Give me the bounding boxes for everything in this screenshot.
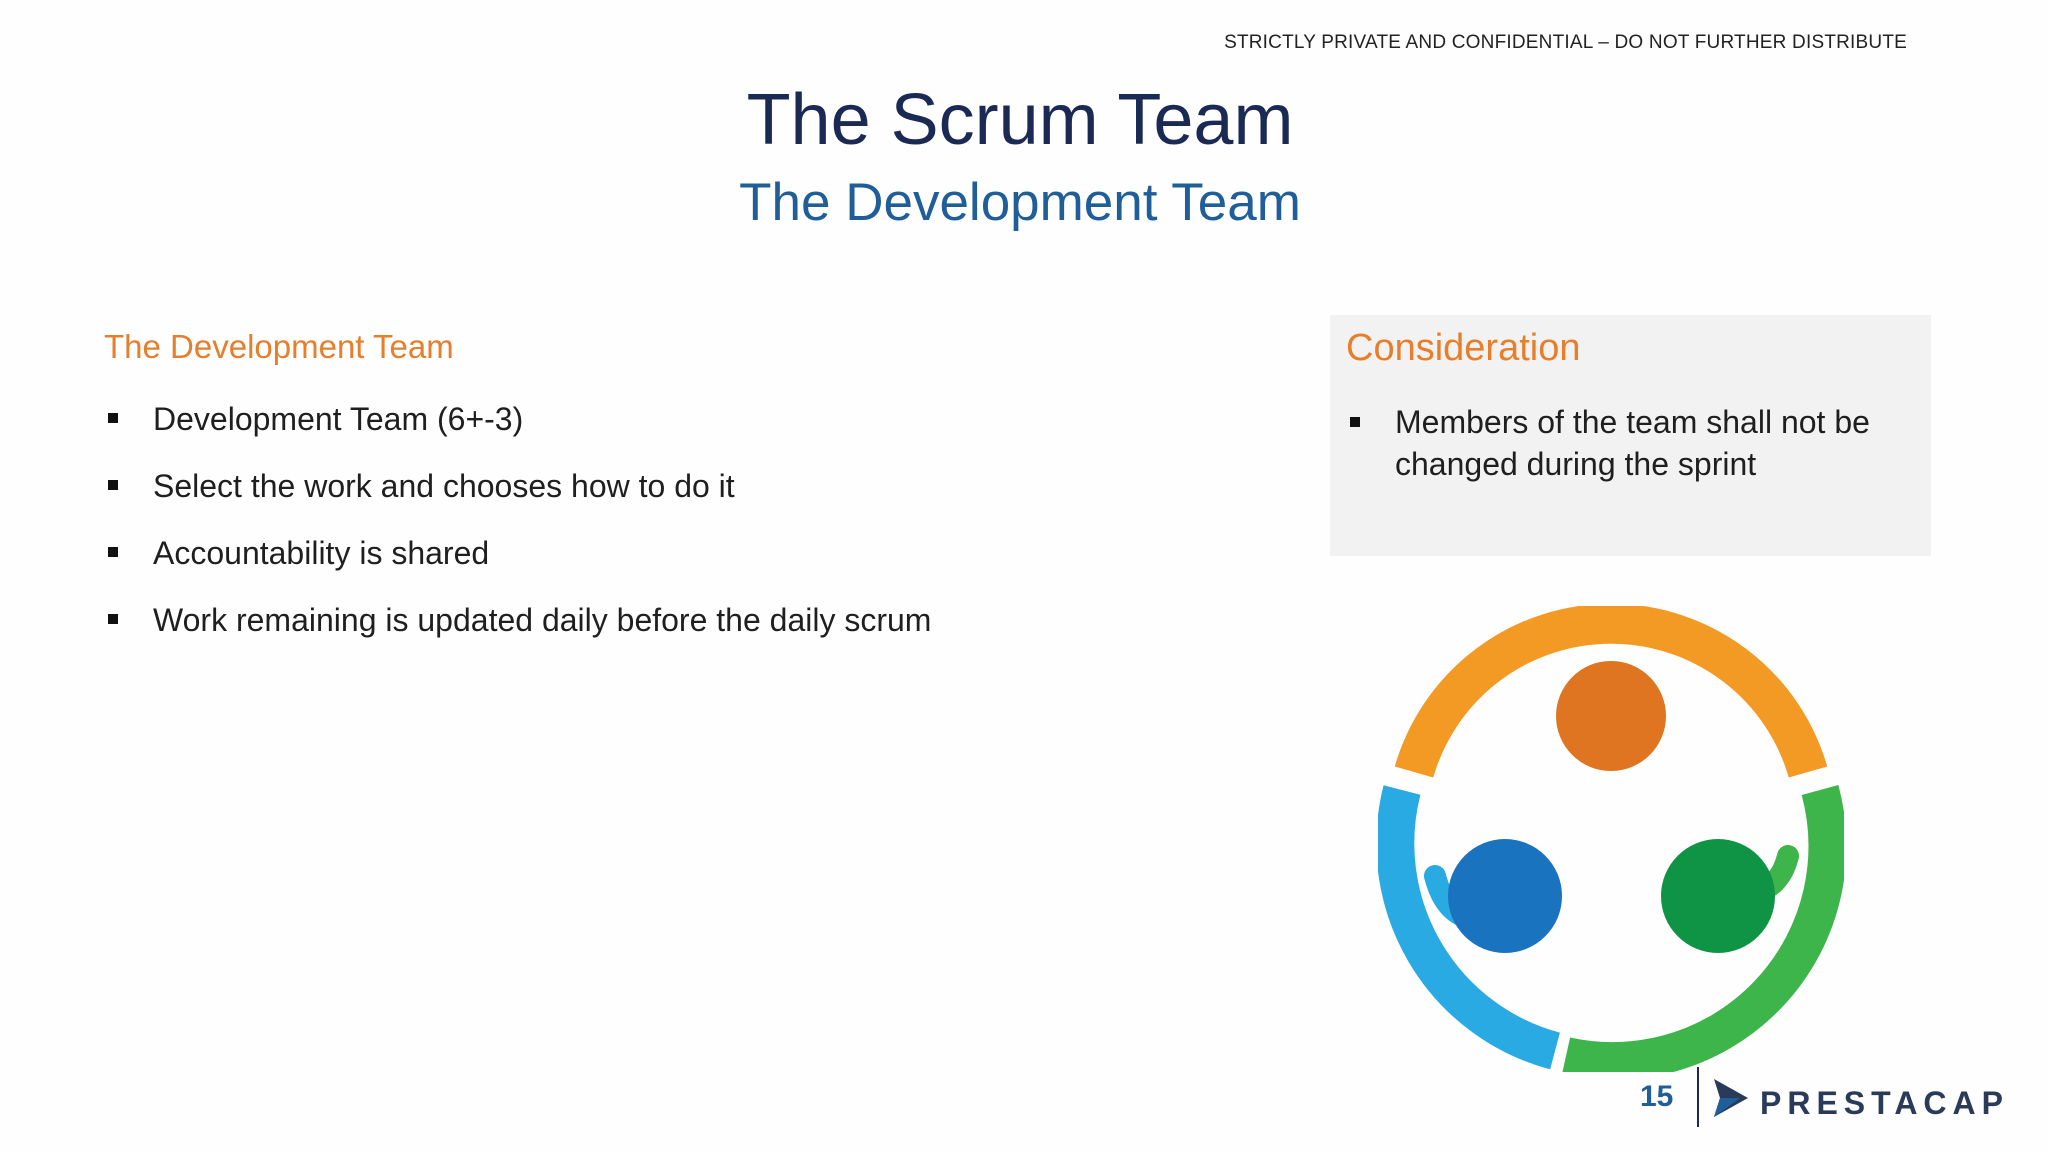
square-bullet-icon (108, 413, 118, 423)
blue-head (1448, 839, 1562, 953)
orange-arc (1394, 606, 1828, 778)
footer-divider (1697, 1067, 1699, 1127)
brand-name: PRESTACAP (1760, 1085, 2009, 1121)
consideration-list: Members of the team shall not be changed… (1346, 401, 1906, 485)
slide-title: The Scrum Team (746, 80, 1294, 160)
confidentiality-notice: STRICTLY PRIVATE AND CONFIDENTIAL – DO N… (1224, 32, 1907, 53)
page-number: 15 (1640, 1080, 1674, 1113)
square-bullet-icon (108, 480, 118, 490)
green-head (1661, 839, 1775, 953)
bullet-text: Work remaining is updated daily before t… (153, 602, 932, 638)
slide-subtitle: The Development Team (739, 173, 1301, 232)
bullet-item: Accountability is shared (104, 534, 931, 601)
prestacap-logo-icon (1714, 1079, 1748, 1117)
bullet-item: Work remaining is updated daily before t… (104, 601, 931, 668)
blue-arc (1378, 785, 1561, 1070)
bullet-text: Select the work and chooses how to do it (153, 468, 735, 504)
bullet-text: Accountability is shared (153, 535, 490, 571)
square-bullet-icon (108, 614, 118, 624)
square-bullet-icon (108, 547, 118, 557)
square-bullet-icon (1350, 417, 1360, 427)
bullet-item: Development Team (6+-3) (104, 400, 931, 467)
team-circle-icon (1378, 606, 1844, 1072)
bullet-item: Select the work and chooses how to do it (104, 467, 931, 534)
consideration-box: Consideration Members of the team shall … (1330, 315, 1931, 556)
consideration-text: Members of the team shall not be changed… (1395, 404, 1870, 482)
orange-head (1556, 661, 1666, 771)
green-arc (1562, 785, 1844, 1072)
bullet-list: Development Team (6+-3) Select the work … (104, 400, 931, 668)
consideration-item: Members of the team shall not be changed… (1346, 401, 1906, 485)
consideration-heading: Consideration (1346, 327, 1581, 369)
bullet-text: Development Team (6+-3) (153, 401, 524, 437)
section-heading: The Development Team (104, 328, 454, 365)
